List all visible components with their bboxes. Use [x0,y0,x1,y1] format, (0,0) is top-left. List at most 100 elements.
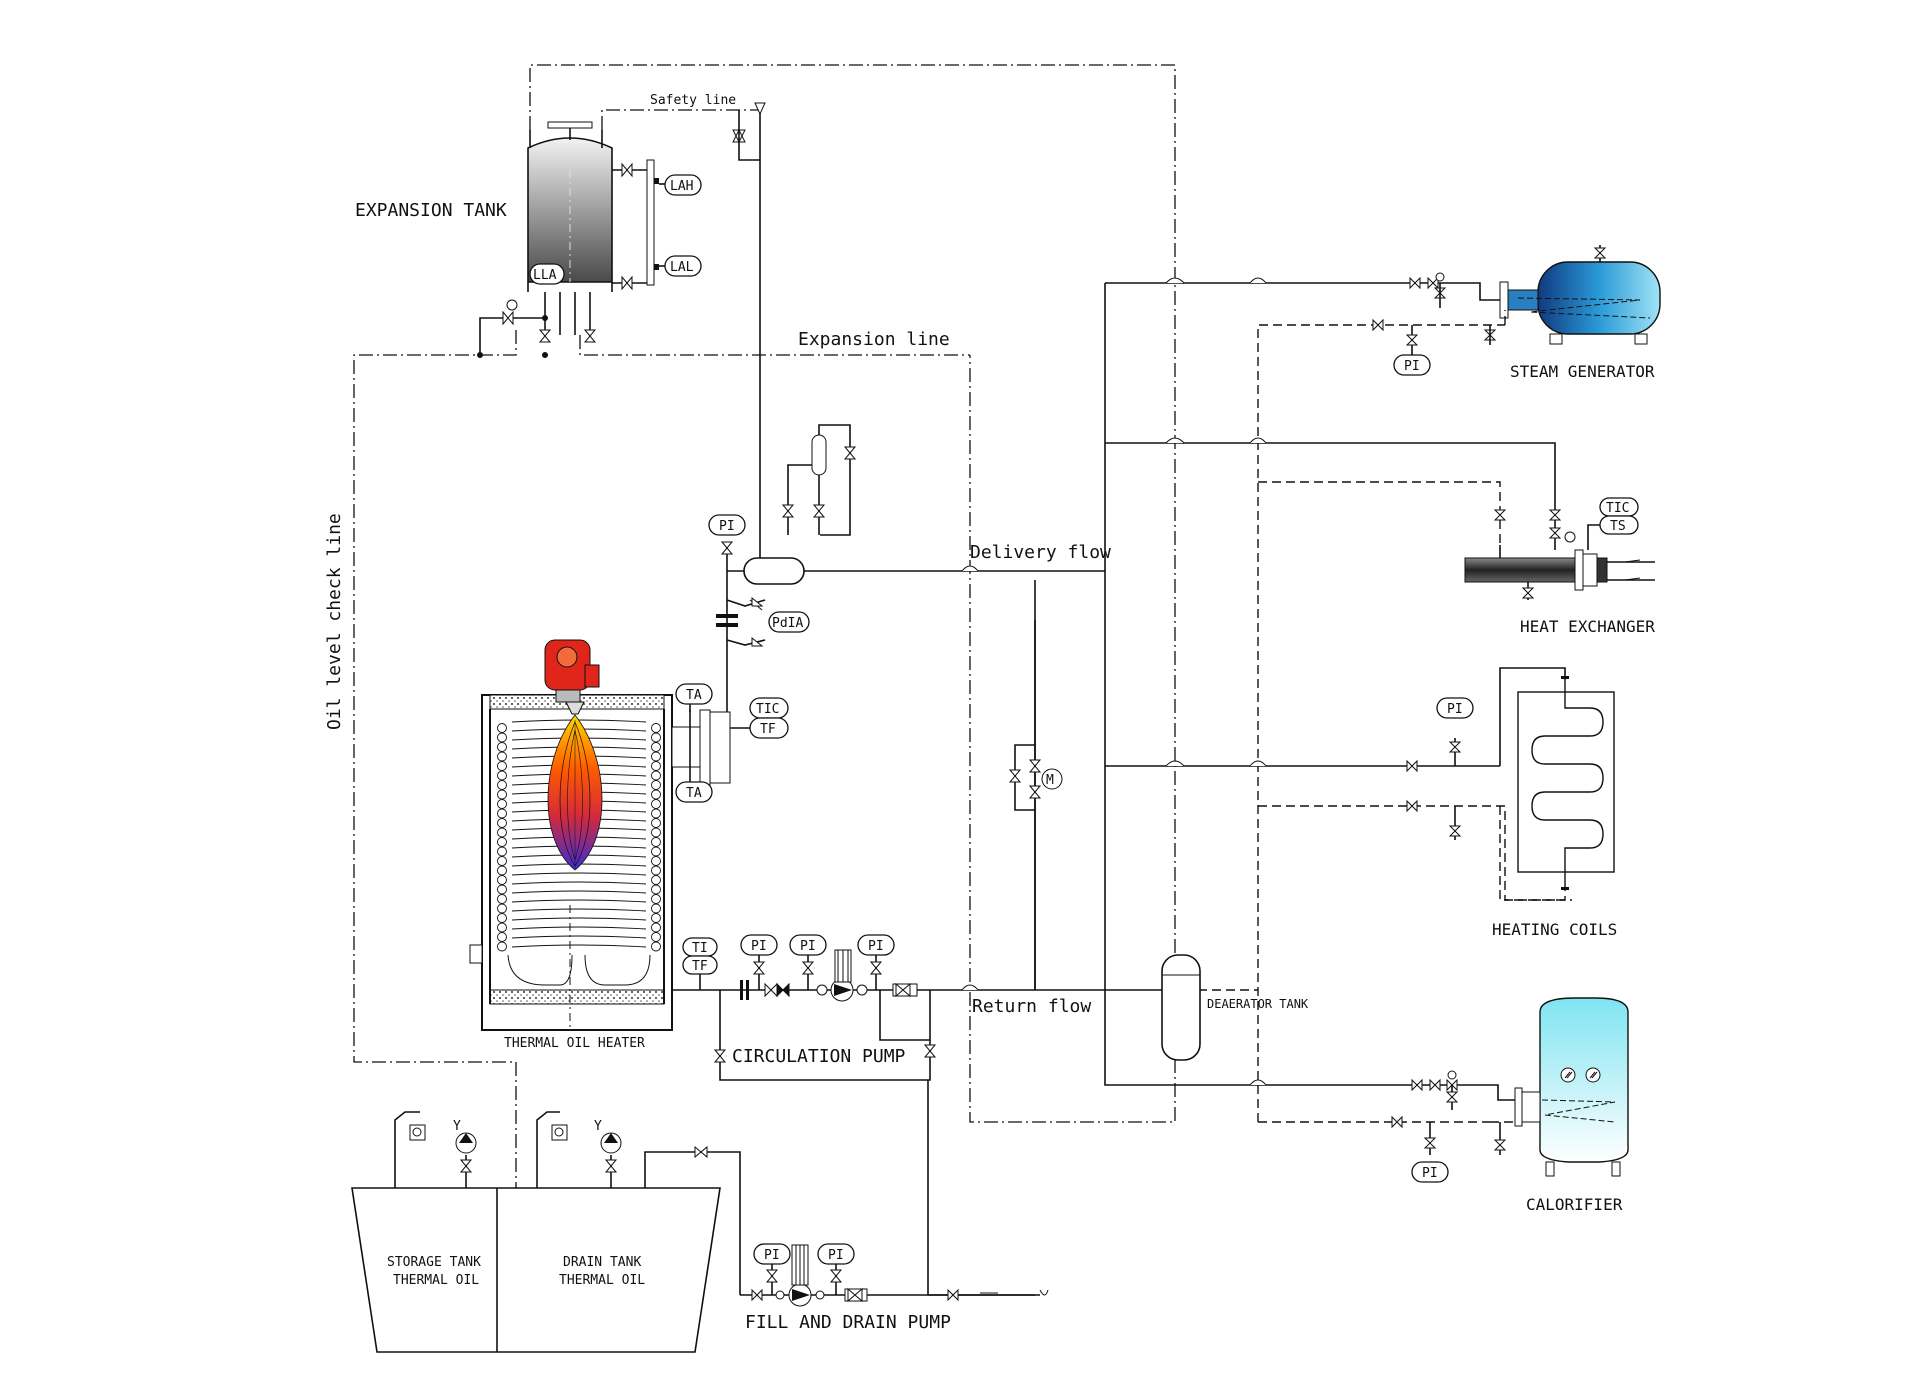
pi-discharge-label: PI [868,939,884,954]
m-label: M [1046,773,1054,788]
coil-tube [497,837,507,847]
coil-tube [651,827,661,838]
coil-tube [497,932,507,942]
pi-pump-mid: PI [789,934,827,990]
lah-instrument: LAH [664,174,702,196]
pi-heating-coils: PI [1436,697,1474,719]
ta-bottom: TA [675,781,713,803]
coil-tube [651,856,661,866]
pi-discharge-pump: PI [857,934,895,990]
ts-hx-label: TS [1610,519,1626,534]
air-separator: PdIA [716,440,1105,700]
oil-level-check-line-label: Oil level check line [324,513,345,730]
coil-ring [511,872,647,876]
coil-tube [497,742,507,752]
coil-tube [651,884,661,895]
tic-hx-label: TIC [1606,501,1629,516]
coil-tube [651,742,661,752]
coil-tube [497,818,507,828]
coil-tube [651,723,661,733]
coil-tube [651,818,661,828]
ta-top: TA [675,683,713,712]
delivery-flow-label: Delivery flow [970,542,1111,563]
coil-tube [651,732,661,743]
storage-drain-tanks: Y Y [351,1111,741,1353]
coil-tube [651,941,661,952]
pi-calorifier-label: PI [1422,1166,1438,1181]
coil-ring [511,926,647,930]
coil-tube [651,932,661,942]
pi-fill-right-label: PI [828,1248,844,1263]
storage-tank-label-2: THERMAL OIL [393,1273,479,1288]
lla-label: LLA [533,268,557,283]
coil-tube [651,751,661,762]
pdia-label: PdIA [772,616,803,631]
ti-tf-return: TI TF [682,937,718,975]
coil-tube [497,903,507,914]
coil-ring [511,917,647,921]
expansion-line-label: Expansion line [798,329,950,350]
coil-tube [497,941,507,952]
thermal-oil-heater-label: THERMAL OIL HEATER [504,1036,645,1051]
crossover-marks [961,277,1267,1086]
lla-instrument: LLA [529,263,565,285]
coil-tube [651,799,661,809]
coil-ring [511,944,647,948]
return-line [672,580,1170,1081]
drain-tank-label-1: DRAIN TANK [563,1255,641,1270]
coil-tube [651,865,661,876]
coil-tube [497,865,507,876]
coil-tube [497,846,507,857]
coil-tube [651,789,661,800]
coil-tube [651,808,661,819]
pi-coils-label: PI [1447,702,1463,717]
coil-tube [651,837,661,847]
tic-tf-heater: TIC TF [730,697,789,739]
pi-suction-label: PI [751,939,767,954]
coil-tube [651,875,661,885]
pi-calorifier: PI [1411,1161,1449,1183]
coil-tube [651,894,661,904]
svg-text:Y: Y [453,1119,461,1134]
expansion-tank-label: EXPANSION TANK [355,200,507,221]
coil-tube [651,903,661,914]
storage-tank-label-1: STORAGE TANK [387,1255,481,1270]
pi-delivery: PI [708,514,746,555]
coil-tube [497,894,507,904]
pi-steam-label: PI [1404,359,1420,374]
coil-tube [497,913,507,923]
heat-exchanger [1464,509,1655,600]
deaerator-tank [1161,954,1201,1061]
coil-tube [497,922,507,933]
pi-fill-left: PI [753,1243,791,1265]
pi-fill-left-label: PI [764,1248,780,1263]
svg-text:Y: Y [594,1119,602,1134]
thermal-oil-heater [469,694,731,1031]
heating-coils-label: HEATING COILS [1492,920,1617,939]
safety-line-path [529,64,1176,1123]
coil-tube [497,732,507,743]
safety-valve [732,102,766,440]
tic-heater-label: TIC [756,702,779,717]
coil-ring [511,899,647,903]
heating-coils [1406,667,1615,901]
coil-ring [511,935,647,939]
coil-tube [651,780,661,790]
burner [544,639,600,715]
coil-tube [497,770,507,781]
coil-ring [511,719,647,723]
tf-heater-label: TF [760,722,776,737]
coil-ring [511,908,647,912]
pi-fill-right: PI [817,1243,855,1265]
flame [547,714,603,871]
coil-tube [497,751,507,762]
pi-suction-pump: PI [740,934,778,990]
coil-tube [651,913,661,923]
deaerator-tank-label: DEAERATOR TANK [1207,997,1309,1011]
expansion-tank [477,121,665,358]
lal-label: LAL [670,260,694,275]
air-vent-pot [781,424,857,536]
bypass-valve: M [1008,620,1063,990]
lal-instrument: LAL [664,255,702,277]
coil-tube [651,770,661,781]
